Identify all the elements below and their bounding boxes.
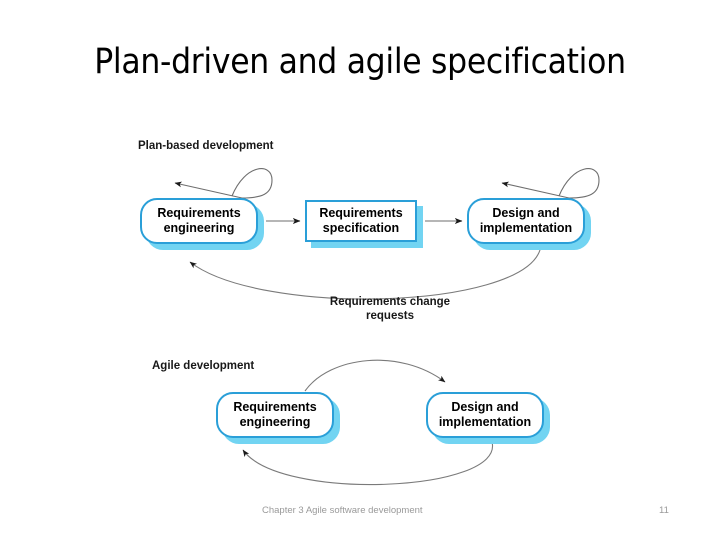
node-label-line2: implementation bbox=[438, 415, 532, 429]
footer-page-number: 11 bbox=[659, 505, 669, 516]
connector-label-requirements-change-requests: Requirements change requests bbox=[300, 295, 480, 323]
node-label-line1: Design and bbox=[451, 399, 519, 414]
agile-arc-re-to-di bbox=[304, 359, 446, 392]
self-loop-arrow-design-implementation bbox=[501, 168, 600, 199]
connector-label-line1: Requirements change bbox=[329, 296, 451, 308]
node-label-line2: engineering bbox=[163, 221, 235, 235]
node-label-line2: implementation bbox=[479, 221, 573, 235]
node-requirements-engineering-agile[interactable]: Requirements engineering bbox=[216, 392, 334, 438]
node-label-line1: Requirements bbox=[319, 205, 403, 220]
node-label-line1: Requirements bbox=[233, 399, 317, 414]
connector-layer bbox=[174, 168, 600, 486]
page-title: Plan-driven and agile specification bbox=[94, 42, 626, 82]
section-label-plan-based: Plan-based development bbox=[138, 140, 274, 152]
feedback-arc-change-requests bbox=[189, 249, 541, 300]
node-requirements-specification[interactable]: Requirements specification bbox=[305, 200, 417, 242]
node-label-line2: engineering bbox=[239, 415, 311, 429]
section-label-agile: Agile development bbox=[152, 360, 255, 372]
node-design-implementation-agile[interactable]: Design and implementation bbox=[426, 392, 544, 438]
node-label-line2: specification bbox=[322, 221, 400, 235]
node-label-line1: Requirements bbox=[157, 205, 241, 220]
self-loop-arrow-requirements-engineering bbox=[174, 168, 273, 199]
agile-arc-di-to-re bbox=[242, 441, 493, 486]
footer-chapter-text: Chapter 3 Agile software development bbox=[262, 505, 423, 516]
node-requirements-engineering-plan[interactable]: Requirements engineering bbox=[140, 198, 258, 244]
node-design-implementation-plan[interactable]: Design and implementation bbox=[467, 198, 585, 244]
diagram-container: Plan-based development Agile development… bbox=[0, 120, 720, 490]
connector-label-line2: requests bbox=[366, 310, 414, 323]
node-label-line1: Design and bbox=[492, 205, 560, 220]
slide-footer: Chapter 3 Agile software development 11 bbox=[0, 505, 720, 529]
